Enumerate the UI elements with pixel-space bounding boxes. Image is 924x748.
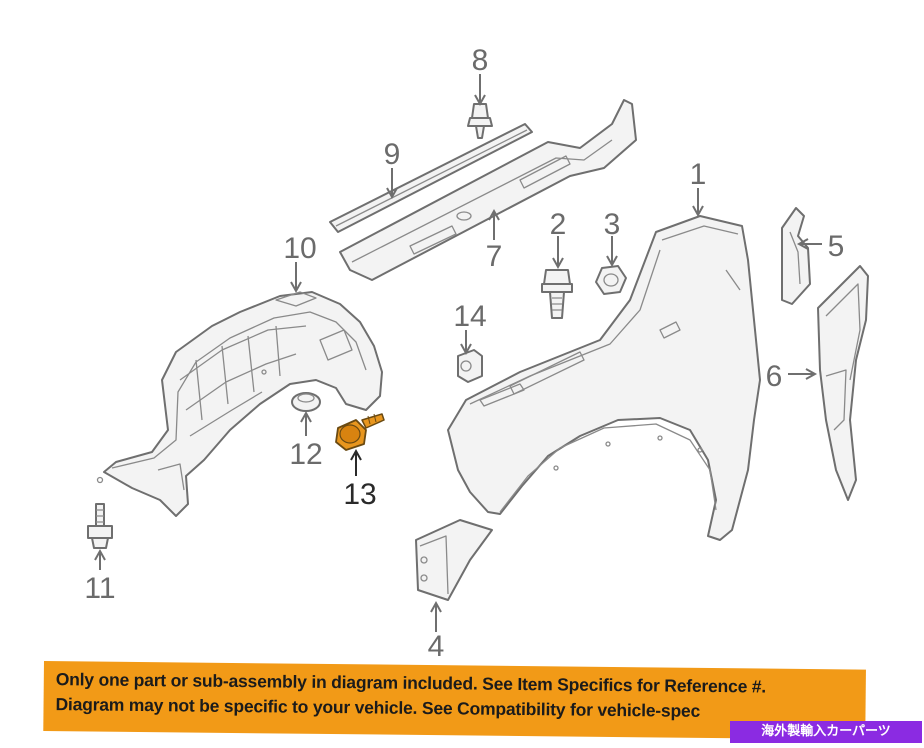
part-14-clip-nut (457, 349, 483, 383)
part-11-screw (87, 503, 113, 549)
callout-4: 4 (428, 630, 445, 660)
part-9-sill-strip (329, 123, 533, 233)
callout-9: 9 (384, 138, 401, 171)
leader-arrows (94, 74, 822, 632)
callout-2: 2 (550, 208, 567, 241)
callout-11: 11 (84, 572, 115, 605)
part-8-clip (467, 103, 493, 139)
part-13-bolt-highlighted (335, 413, 385, 451)
callout-6: 6 (766, 360, 783, 393)
part-7-bracket (339, 99, 637, 281)
parts-diagram: 1 2 3 4 5 6 7 8 9 10 11 12 13 14 (84, 44, 869, 660)
callout-5: 5 (828, 230, 845, 263)
part-3-nut (595, 265, 627, 295)
part-4-lower-bracket (415, 519, 493, 601)
part-1-fender (447, 215, 761, 541)
part-12-grommet (291, 392, 321, 412)
part-10-fender-liner (96, 291, 383, 517)
callout-3: 3 (604, 208, 621, 241)
notice-line-2: Diagram may not be specific to your vehi… (55, 694, 701, 721)
callout-1: 1 (690, 158, 707, 191)
callout-10: 10 (283, 232, 316, 265)
part-2-bolt (541, 269, 573, 319)
part-6-seal (817, 265, 869, 501)
part-5-bracket (781, 207, 811, 305)
callout-12: 12 (289, 438, 322, 471)
callout-7: 7 (486, 240, 503, 273)
callout-8: 8 (472, 44, 489, 77)
callout-14: 14 (453, 300, 486, 333)
notice-line-1: Only one part or sub-assembly in diagram… (55, 669, 767, 697)
callout-13: 13 (343, 478, 376, 511)
import-parts-badge: 海外製輸入カーパーツ (730, 721, 922, 743)
